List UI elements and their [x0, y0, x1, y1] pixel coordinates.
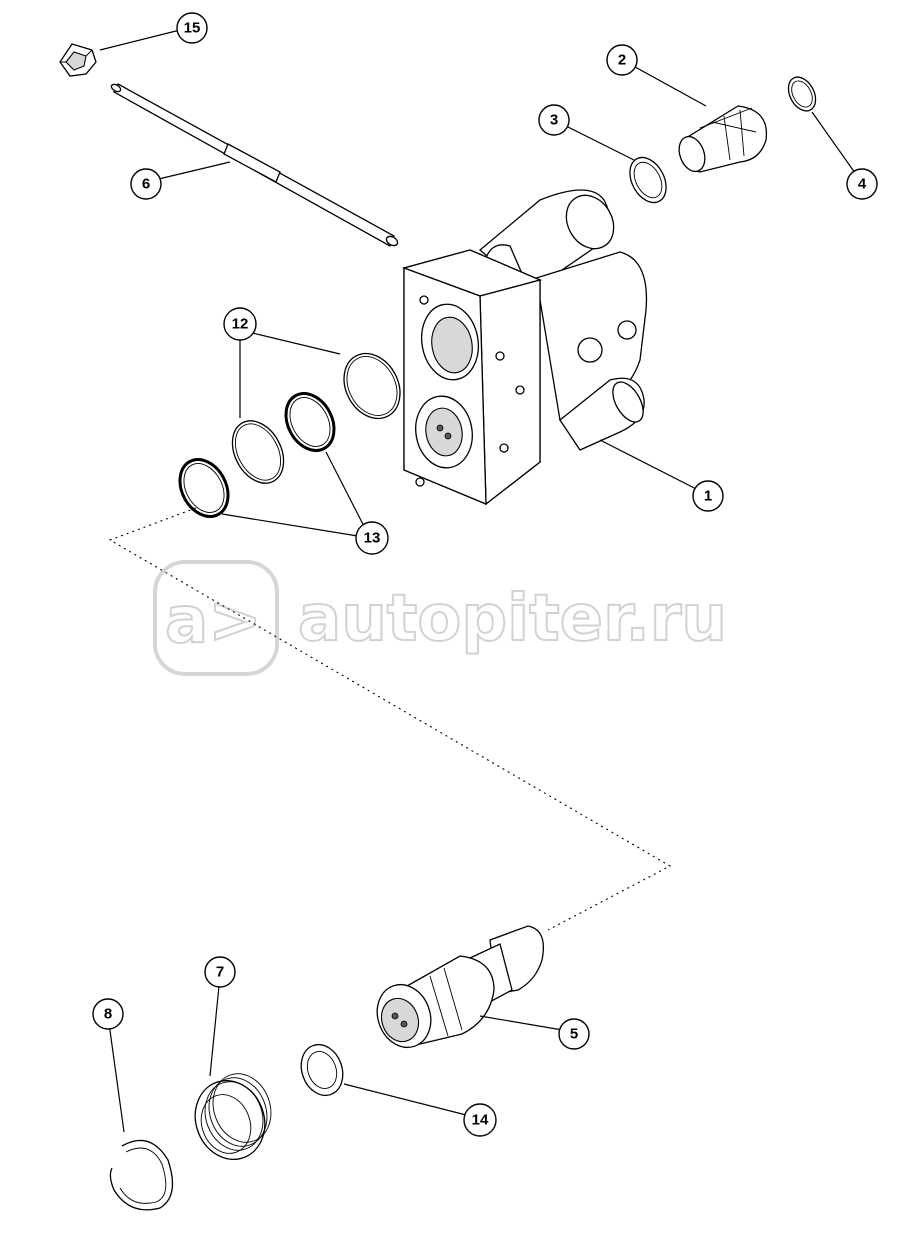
callout-15-label: 15	[184, 20, 201, 37]
callout-5-label: 5	[570, 1026, 578, 1043]
part-6-rod	[110, 83, 399, 247]
callout-8: 8	[92, 998, 124, 1030]
part-13-backup-rings	[178, 392, 336, 518]
callout-13: 13	[355, 521, 389, 555]
watermark: a> autopiter.ru	[153, 560, 728, 676]
callout-2: 2	[606, 44, 638, 76]
part-12-o-rings	[231, 352, 401, 484]
callout-3: 3	[538, 104, 570, 136]
watermark-logo-frame	[153, 560, 279, 676]
part-2-fitting	[678, 105, 768, 173]
callout-8-label: 8	[104, 1006, 112, 1023]
callout-7-label: 7	[216, 964, 224, 981]
part-4-washer	[787, 76, 817, 112]
part-5-cartridge	[376, 925, 545, 1049]
part-1-valve-body	[401, 189, 648, 506]
watermark-logo-text: a>	[165, 584, 262, 658]
callout-4: 4	[846, 168, 878, 200]
callout-12-label: 12	[232, 316, 249, 333]
watermark-text: autopiter.ru	[298, 582, 727, 656]
callout-14: 14	[463, 1103, 497, 1137]
part-7-spring	[194, 1073, 272, 1160]
callout-5: 5	[558, 1018, 590, 1050]
assembly-path-dotted	[108, 507, 672, 931]
leader-lines	[99, 29, 861, 1133]
part-15-clip	[59, 43, 97, 77]
part-3-washer	[629, 156, 667, 204]
callout-4-label: 4	[858, 176, 867, 193]
part-8-snap-ring	[109, 1139, 174, 1211]
callout-12: 12	[223, 307, 257, 341]
callout-1-label: 1	[704, 488, 712, 505]
callout-13-label: 13	[364, 530, 381, 547]
part-14-washer	[300, 1043, 344, 1097]
callout-3-label: 3	[550, 112, 558, 129]
callout-15: 15	[176, 12, 208, 44]
callout-6: 6	[130, 168, 162, 200]
callout-2-label: 2	[618, 52, 626, 69]
callout-7: 7	[204, 956, 236, 988]
callout-14-label: 14	[472, 1112, 489, 1129]
callout-6-label: 6	[142, 176, 150, 193]
callout-1: 1	[692, 480, 724, 512]
